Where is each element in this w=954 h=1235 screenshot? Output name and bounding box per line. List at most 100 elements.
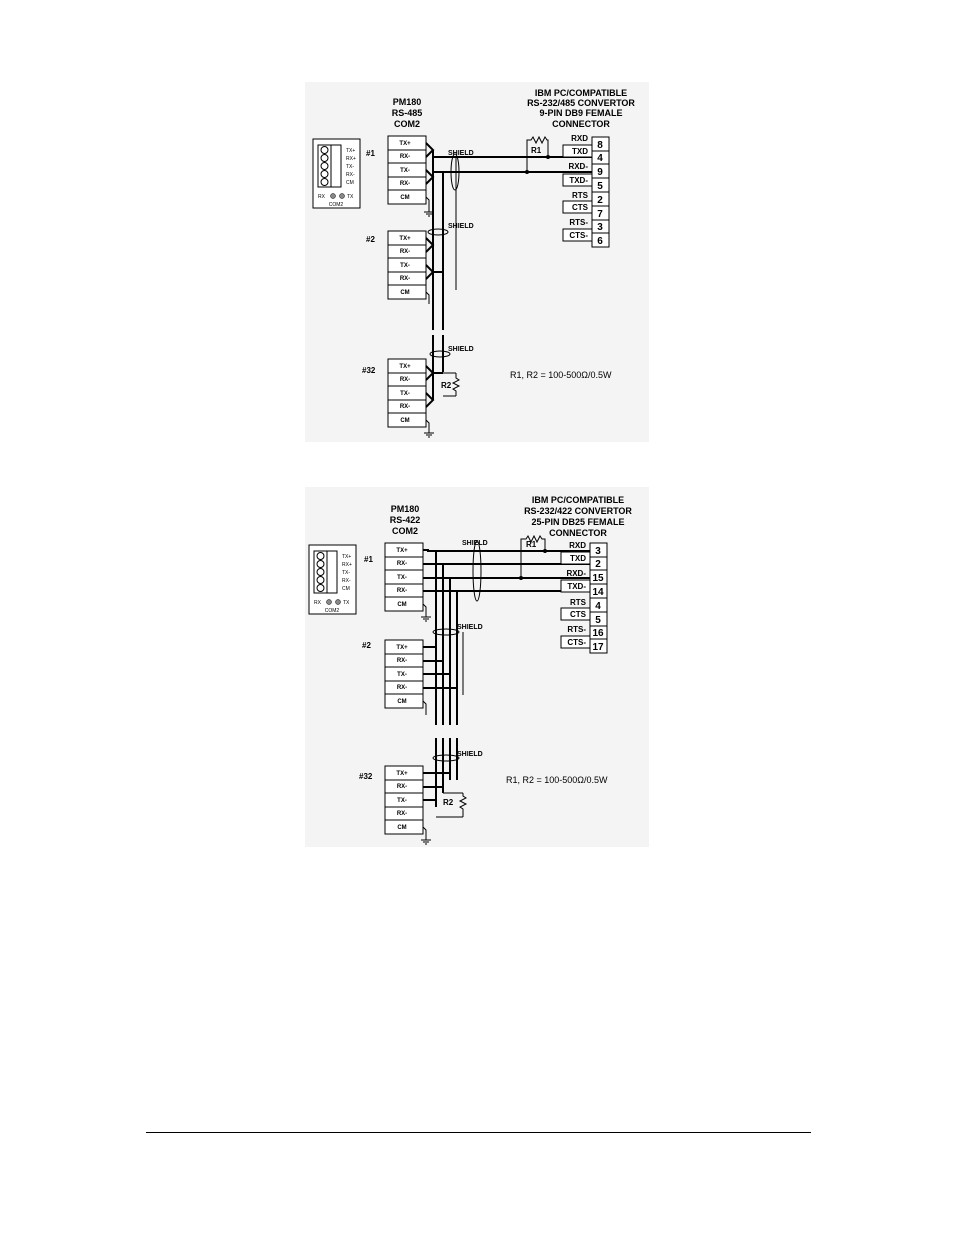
svg-text:TX-: TX- <box>397 575 407 581</box>
signal-label: CTS- <box>569 231 588 240</box>
rx-led-icon <box>330 193 336 199</box>
svg-text:RX-: RX- <box>397 588 407 594</box>
r2-label: R2 <box>441 381 452 390</box>
port-rx-led-label: RX <box>318 194 326 200</box>
db9-connector: 8 4 9 5 2 7 3 6 RXD TXD RXD- TXD- RTS CT… <box>562 134 610 248</box>
com2-port-illustration: TX+ RX+ TX- RX- CM RX TX COM2 <box>312 138 361 209</box>
shield-label: SHIELD <box>457 751 483 758</box>
pin-number: 7 <box>597 209 603 220</box>
terminal-block-device-1: TX+ RX- TX- RX- CM <box>387 135 427 205</box>
shield-icon <box>432 754 460 762</box>
device-title-line: RS-422 <box>390 515 421 525</box>
svg-text:RX-: RX- <box>397 561 407 567</box>
svg-text:TX+: TX+ <box>396 771 408 777</box>
converter-title-line: RS-232/422 CONVERTOR <box>524 506 632 516</box>
converter-title-line: 9-PIN DB9 FEMALE <box>539 108 622 118</box>
svg-text:RX-: RX- <box>397 685 407 691</box>
pin-number: 15 <box>592 573 604 584</box>
port-tx-led-label: TX <box>347 194 354 200</box>
terminal-block-device-32: TX+ RX- TX- RX- CM <box>387 358 427 428</box>
svg-text:RX-: RX- <box>400 249 410 255</box>
port-label: RX+ <box>342 562 352 568</box>
svg-text:CM: CM <box>400 418 409 424</box>
terminal-block-device-2: TX+ RX- TX- RX- CM <box>387 230 427 300</box>
rs485-wiring-diagram: PM180 RS-485 COM2 IBM PC/COMPATIBLE RS-2… <box>305 82 649 442</box>
shield-label: SHIELD <box>448 223 474 230</box>
signal-label: RTS <box>570 598 587 607</box>
signal-label: TXD <box>570 554 586 563</box>
signal-label: RXD <box>569 541 586 550</box>
svg-text:TX-: TX- <box>400 263 410 269</box>
signal-label: RTS- <box>569 218 588 227</box>
svg-text:TX-: TX- <box>400 391 410 397</box>
port-name: COM2 <box>329 202 344 208</box>
svg-text:TX-: TX- <box>400 168 410 174</box>
device-title-line: RS-485 <box>392 108 423 118</box>
svg-text:CM: CM <box>400 290 409 296</box>
footer-rule <box>146 1132 811 1133</box>
port-label: TX+ <box>342 554 351 560</box>
pin-number: 6 <box>597 236 603 247</box>
svg-text:TX+: TX+ <box>399 364 411 370</box>
device-number: #2 <box>362 641 371 650</box>
shield-label: SHIELD <box>448 346 474 353</box>
device-number: #1 <box>366 149 375 158</box>
svg-text:CM: CM <box>397 825 406 831</box>
svg-text:CM: CM <box>400 195 409 201</box>
device-number: #1 <box>364 555 373 564</box>
r1-label: R1 <box>531 146 542 155</box>
port-label: RX+ <box>346 156 356 162</box>
signal-label: RTS <box>572 191 589 200</box>
terminal-block-device-2: TX+ RX- TX- RX- CM <box>384 639 424 709</box>
svg-text:TX+: TX+ <box>396 645 408 651</box>
pin-number: 8 <box>597 140 603 151</box>
signal-label: RXD <box>571 134 588 143</box>
svg-text:RX-: RX- <box>397 784 407 790</box>
pin-number: 2 <box>597 195 603 206</box>
signal-label: CTS <box>570 610 587 619</box>
svg-text:RX-: RX- <box>400 377 410 383</box>
svg-text:RX-: RX- <box>397 811 407 817</box>
pin-number: 14 <box>592 587 604 598</box>
device-number: #2 <box>366 235 375 244</box>
pin-number: 2 <box>595 559 601 570</box>
port-label: RX- <box>342 578 351 584</box>
converter-title-line: CONNECTOR <box>552 119 610 129</box>
rs422-wiring-diagram: PM180 RS-422 COM2 IBM PC/COMPATIBLE RS-2… <box>305 487 649 847</box>
converter-title-line: CONNECTOR <box>549 528 607 538</box>
signal-label: TXD <box>572 147 588 156</box>
tx-led-icon <box>339 193 345 199</box>
svg-text:TX+: TX+ <box>399 236 411 242</box>
signal-label: RXD- <box>568 162 588 171</box>
port-label: TX- <box>346 164 354 170</box>
svg-text:TX-: TX- <box>397 798 407 804</box>
svg-text:TX+: TX+ <box>399 141 411 147</box>
svg-text:TX-: TX- <box>397 672 407 678</box>
port-label: TX+ <box>346 148 355 154</box>
shield-label: SHIELD <box>457 624 483 631</box>
device-title-line: PM180 <box>391 504 420 514</box>
converter-title-line: IBM PC/COMPATIBLE <box>535 88 627 98</box>
r2-label: R2 <box>443 798 454 807</box>
device-title-line: PM180 <box>393 97 422 107</box>
svg-text:RX-: RX- <box>397 658 407 664</box>
svg-text:RX-: RX- <box>400 181 410 187</box>
pin-number: 3 <box>595 546 601 557</box>
shield-icon <box>427 228 449 236</box>
pin-number: 4 <box>595 601 601 612</box>
wiring-rs485: R2 SHIELD SHIELD SHIELD R1 <box>424 135 592 438</box>
db25-connector: 3 2 15 14 4 5 16 17 RXD TXD RXD- TXD- RT… <box>560 541 608 654</box>
signal-label: TXD- <box>567 582 586 591</box>
tx-led-icon <box>335 599 341 605</box>
svg-text:TX+: TX+ <box>396 548 408 554</box>
com2-port-illustration: TX+ RX+ TX- RX- CM RX TX COM2 <box>308 544 357 615</box>
signal-label: RTS- <box>567 625 586 634</box>
port-name: COM2 <box>325 608 340 614</box>
port-label: TX- <box>342 570 350 576</box>
terminal-block-device-32: TX+ RX- TX- RX- CM <box>384 765 424 835</box>
r1-label: R1 <box>526 540 537 549</box>
pin-number: 4 <box>597 153 603 164</box>
port-label: RX- <box>346 172 355 178</box>
svg-text:RX-: RX- <box>400 276 410 282</box>
port-label: CM <box>346 180 354 186</box>
